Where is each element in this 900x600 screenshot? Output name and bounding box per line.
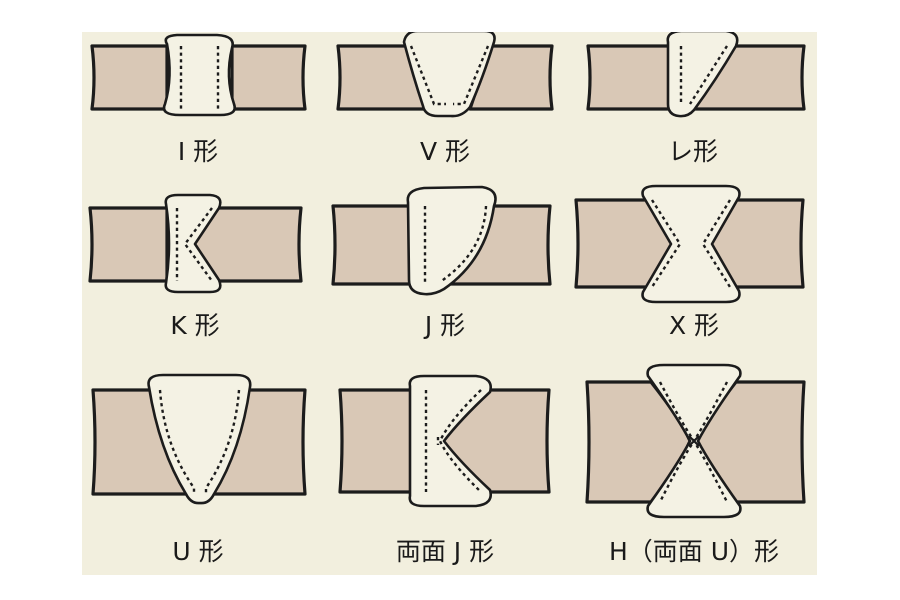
weld-bead <box>147 373 252 505</box>
joint-label-l: レ形 <box>668 137 718 166</box>
joint-u-shape <box>91 373 307 505</box>
joint-label-k: K 形 <box>170 311 219 340</box>
joint-label-v: V 形 <box>420 137 470 166</box>
groove-line <box>158 389 241 494</box>
base-metal-right <box>230 44 307 111</box>
joint-v-shape <box>336 32 554 118</box>
joint-label-i: I 形 <box>178 137 218 166</box>
groove-line <box>679 45 729 105</box>
base-metal-right <box>446 204 552 286</box>
groove-line <box>409 45 490 106</box>
joint-double-j-shape <box>338 374 551 508</box>
weld-bead <box>408 374 492 508</box>
weld-bead <box>666 32 739 118</box>
base-metal-left <box>336 44 430 111</box>
joint-label-h: H（両面 U）形 <box>609 537 779 566</box>
groove-diagram-panel: I 形 V 形 レ形 K 形 J 形 X 形 <box>82 32 817 575</box>
joint-k-shape <box>88 193 303 294</box>
base-metal-right <box>468 44 554 111</box>
joint-x-shape <box>574 184 805 304</box>
base-metal-right <box>709 198 805 289</box>
groove-line <box>423 205 488 283</box>
weld-bead <box>164 193 222 294</box>
base-metal-left <box>338 388 416 494</box>
weld-bead <box>406 185 497 296</box>
weld-bead <box>162 33 236 117</box>
joint-h-shape <box>585 363 806 519</box>
groove-line <box>650 199 732 288</box>
base-metal-right <box>690 44 806 111</box>
base-metal-left <box>586 44 672 111</box>
joint-label-double-j: 両面 J 形 <box>396 537 494 566</box>
joint-label-x: X 形 <box>669 311 719 340</box>
groove-line <box>424 389 482 493</box>
groove-line <box>175 207 213 282</box>
weld-bead <box>402 32 496 118</box>
base-metal-left <box>90 44 169 111</box>
groove-diagram: I 形 V 形 レ形 K 形 J 形 X 形 <box>82 32 817 575</box>
weld-bead <box>641 184 741 304</box>
base-metal-left <box>88 206 169 283</box>
joint-i-shape <box>90 33 307 117</box>
base-metal-left <box>331 204 413 286</box>
joint-label-j: J 形 <box>423 311 465 340</box>
joint-l-shape <box>586 32 806 118</box>
joint-label-u: U 形 <box>172 537 223 566</box>
joint-j-shape <box>331 185 552 296</box>
base-metal-right <box>192 206 303 283</box>
root-mark <box>688 435 700 447</box>
